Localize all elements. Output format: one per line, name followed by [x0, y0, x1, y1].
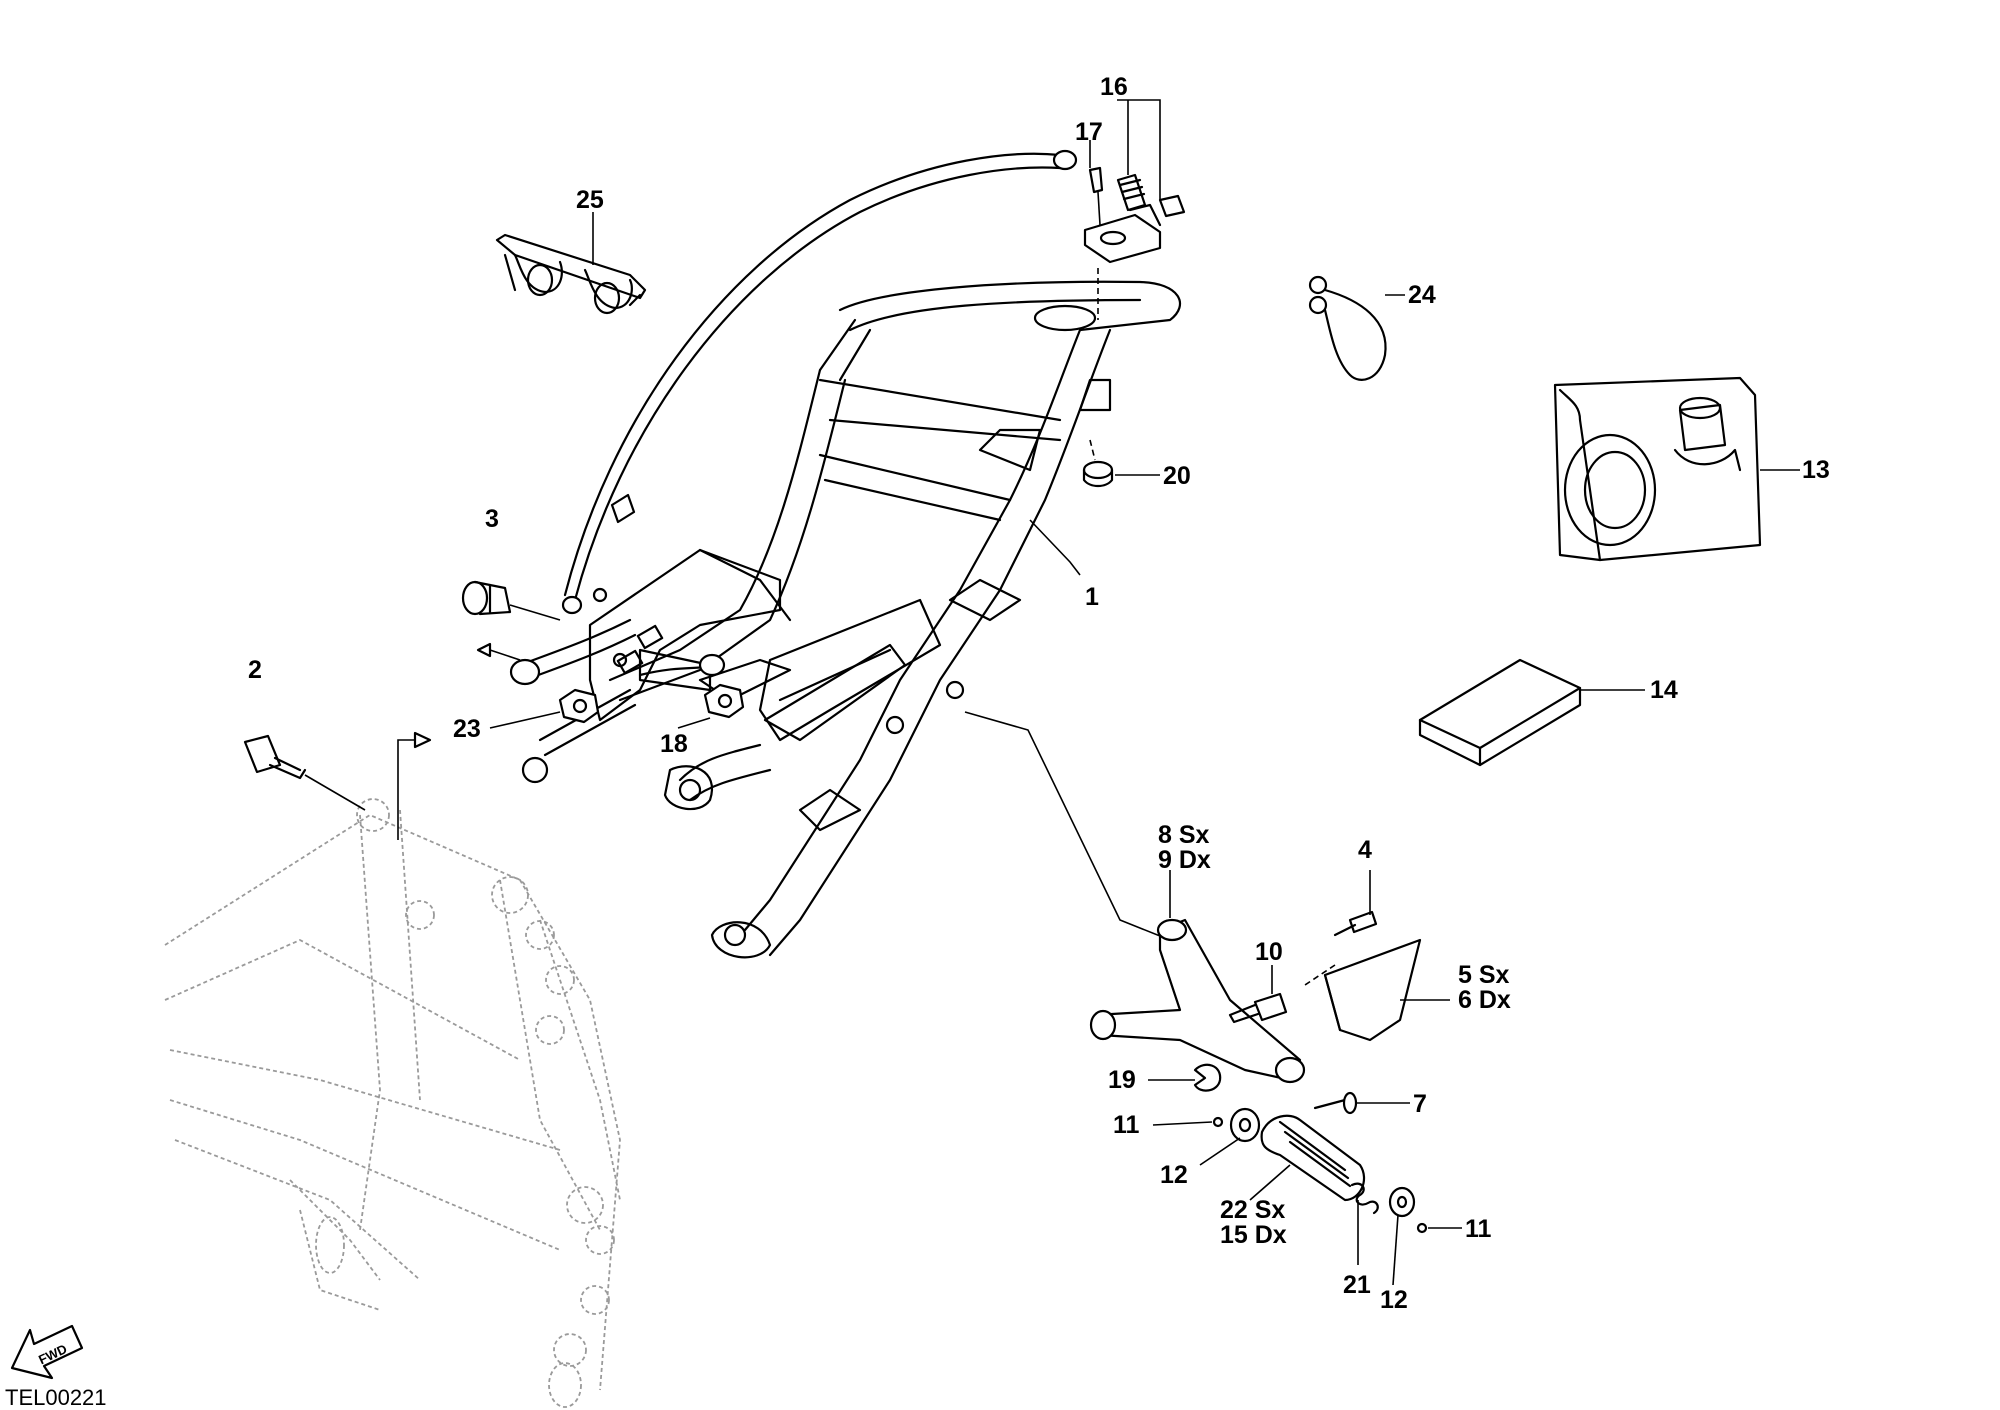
callout-21: 21 — [1343, 1271, 1371, 1299]
seat-lock-cable[interactable] — [561, 149, 1078, 615]
cable-24[interactable] — [1308, 275, 1405, 381]
leader-arrow-frame — [397, 739, 415, 840]
arrow-head-frame — [413, 731, 432, 749]
lower-bracket[interactable] — [678, 643, 907, 802]
callout-5: 5 Sx — [1458, 961, 1510, 989]
callout-labels: 16 17 25 24 20 13 3 1 14 2 23 18 4 8 Sx … — [248, 73, 1830, 1314]
grommet-20[interactable] — [1082, 439, 1160, 488]
callout-23: 23 — [453, 715, 481, 743]
callout-4: 4 — [1358, 836, 1372, 864]
callout-17: 17 — [1075, 118, 1103, 146]
leader-subframe-to-footpeg — [964, 711, 1171, 941]
callout-13: 13 — [1802, 456, 1830, 484]
leader-18 — [677, 717, 711, 729]
callout-25: 25 — [576, 186, 604, 214]
callout-11a: 11 — [1113, 1111, 1140, 1139]
callout-12a: 12 — [1160, 1161, 1188, 1189]
callout-18: 18 — [660, 730, 688, 758]
rear-subframe[interactable] — [608, 280, 1181, 959]
bushing-3[interactable] — [461, 580, 561, 621]
bracket-25[interactable] — [495, 212, 647, 315]
storage-box-13[interactable] — [1553, 376, 1800, 562]
arrow-head-left — [476, 642, 492, 658]
callout-6: 6 Dx — [1458, 986, 1511, 1014]
leader-arrow-left — [489, 649, 521, 661]
lock-assembly-16-17[interactable] — [1083, 99, 1186, 320]
callout-9: 9 Dx — [1158, 846, 1211, 874]
callout-16: 16 — [1100, 73, 1128, 101]
fwd-arrow-icon: FWD — [10, 1324, 84, 1380]
footpeg-assembly[interactable] — [1089, 870, 1462, 1286]
callout-3: 3 — [485, 505, 499, 533]
callout-7: 7 — [1413, 1090, 1427, 1118]
leader-1 — [1029, 519, 1081, 576]
booklet-14[interactable] — [1418, 658, 1645, 767]
main-frame-ghost — [164, 798, 621, 1408]
callout-20: 20 — [1163, 462, 1191, 490]
callout-11b: 11 — [1465, 1215, 1492, 1243]
callout-14: 14 — [1650, 676, 1678, 704]
nut-18[interactable] — [703, 683, 745, 719]
callout-10: 10 — [1255, 938, 1283, 966]
callout-1: 1 — [1085, 583, 1099, 611]
leader-23 — [489, 711, 561, 729]
callout-8: 8 Sx — [1158, 821, 1210, 849]
drawing-code: TEL00221 — [5, 1385, 107, 1410]
callout-22: 22 Sx — [1220, 1196, 1285, 1224]
callout-2: 2 — [248, 656, 262, 684]
bolt-2[interactable] — [243, 734, 366, 811]
nut-23[interactable] — [558, 688, 600, 724]
callout-24: 24 — [1408, 281, 1436, 309]
callout-12b: 12 — [1380, 1286, 1408, 1314]
callout-19: 19 — [1108, 1066, 1136, 1094]
callout-15: 15 Dx — [1220, 1221, 1287, 1249]
linkage-rods[interactable] — [509, 618, 726, 784]
